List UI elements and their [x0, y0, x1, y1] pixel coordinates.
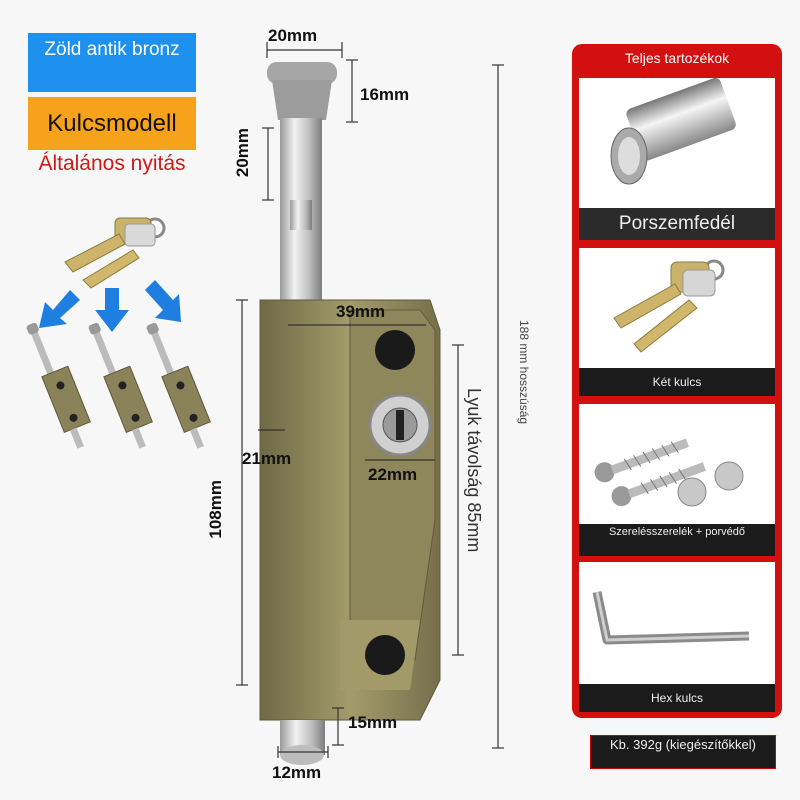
dim-body-height: 108mm	[206, 480, 225, 539]
dim-pin-segment: 20mm	[233, 128, 252, 178]
accessory-label-screws: Szerelésszerelék + porvédő	[579, 524, 775, 556]
weight-label: Kb. 392g (kiegészítőkkel)	[590, 735, 776, 769]
mini-bolt-icons	[26, 322, 211, 449]
dim-lock-width: 22mm	[368, 465, 418, 484]
dim-hole-distance: Lyuk távolság 85mm	[464, 388, 484, 553]
accessory-cell-dust-cover	[579, 77, 775, 208]
keys-icon	[613, 259, 725, 353]
accessory-cell-keys	[579, 248, 775, 368]
dim-side-depth: 21mm	[242, 449, 292, 468]
dim-bottom-pin-height: 15mm	[348, 713, 398, 732]
accessory-label-keys: Két kulcs	[579, 368, 775, 396]
hex-key-icon	[592, 591, 750, 645]
opening-label: Általános nyitás	[38, 152, 186, 175]
color-label: Zöld antik bronz	[44, 39, 180, 60]
dim-bottom-pin-width: 12mm	[272, 763, 322, 782]
dust-cover-icon	[610, 77, 736, 185]
accessory-label-hex-key: Hex kulcs	[579, 684, 775, 712]
model-label: Kulcsmodell	[47, 110, 177, 137]
dim-top-width: 20mm	[268, 26, 318, 45]
color-badge: Zöld antik bronz	[28, 33, 196, 92]
dim-total-length: 188 mm hosszúság	[517, 320, 531, 425]
arrow-icons	[39, 280, 181, 332]
screws-icon	[594, 438, 744, 507]
accessories-title: Teljes tartozékok	[624, 50, 730, 66]
accessory-cell-hex-key	[579, 562, 775, 684]
dim-body-width: 39mm	[336, 302, 386, 321]
bolt-illustration	[236, 42, 504, 765]
model-badge: Kulcsmodell	[28, 97, 196, 150]
dim-cap-height: 16mm	[360, 85, 410, 104]
key-icon	[64, 217, 166, 289]
accessory-cell-screws	[579, 404, 775, 524]
key-opening-illustration	[26, 217, 211, 449]
accessory-label-dust-cover: Porszemfedél	[579, 208, 775, 240]
